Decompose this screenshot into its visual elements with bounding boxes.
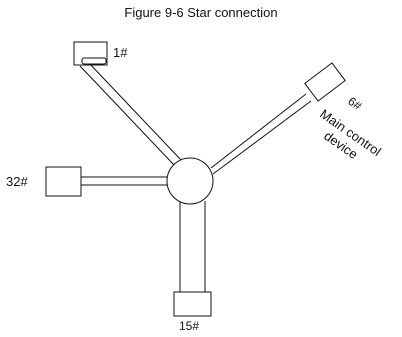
hub-node <box>166 157 214 205</box>
label-bottom-device: 15# <box>179 319 199 333</box>
cable-left <box>81 176 168 186</box>
device-box-bottom <box>173 291 212 317</box>
figure-title: Figure 9-6 Star connection <box>124 5 278 20</box>
cable-right <box>210 93 312 175</box>
device-box-left <box>45 166 82 197</box>
device-box-right <box>304 62 346 102</box>
cable-top <box>79 61 182 167</box>
label-top-device: 1# <box>113 45 128 60</box>
label-left-device: 32# <box>6 174 28 189</box>
device-box-top <box>73 41 108 66</box>
cable-bottom <box>179 201 206 292</box>
label-right-device: 6# <box>345 94 364 113</box>
